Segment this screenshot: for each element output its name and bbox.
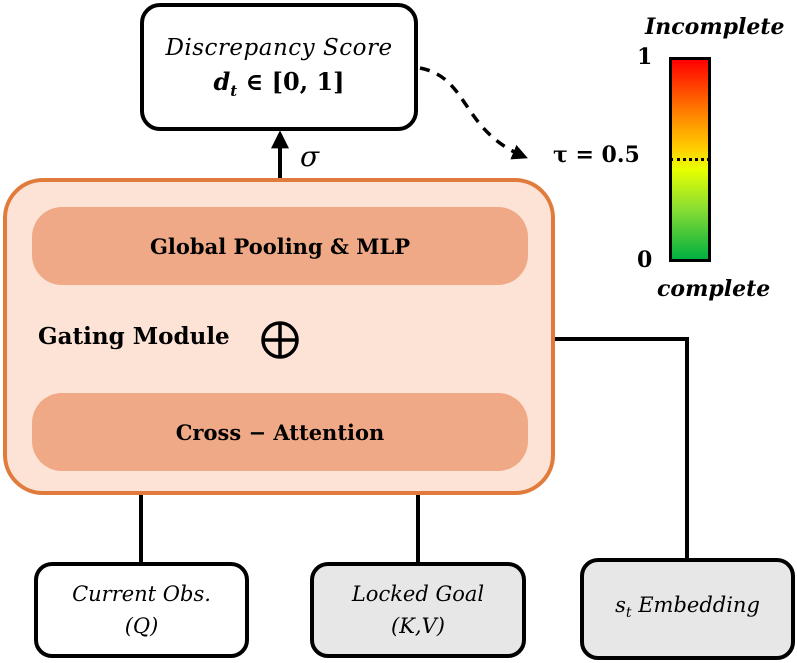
observation-query-label: (Q) [124, 614, 159, 638]
colorbar-min-tick: 0 [637, 247, 653, 273]
score-range: ∈ [0, 1] [237, 66, 345, 96]
state-embedding-box: st Embedding [580, 558, 795, 660]
discrepancy-score-title: Discrepancy Score [165, 34, 393, 61]
state-variable: s [615, 592, 626, 617]
dashed-arrow-score-to-threshold [419, 66, 528, 160]
gating-module-label: Gating Module [38, 323, 230, 350]
colorbar-threshold-line [670, 158, 710, 161]
observation-title: Current Obs. [72, 582, 211, 606]
combine-plus-icon [261, 321, 299, 359]
colorbar-max-tick: 1 [637, 44, 653, 70]
current-observation-box: Current Obs. (Q) [34, 562, 249, 658]
score-variable-subscript: t [230, 81, 238, 100]
threshold-label: τ = 0.5 [553, 142, 640, 168]
score-variable: d [213, 66, 231, 96]
discrepancy-score-formula: dt ∈ [0, 1] [213, 67, 344, 100]
global-pooling-mlp-block: Global Pooling & MLP [32, 207, 528, 285]
sigma-label: σ [300, 140, 320, 173]
state-embedding-text: Embedding [631, 592, 760, 617]
state-variable-subscript: t [625, 605, 632, 622]
discrepancy-score-box: Discrepancy Score dt ∈ [0, 1] [140, 3, 418, 131]
state-embedding-label: st Embedding [615, 589, 760, 629]
colorbar-complete-label: complete [657, 276, 771, 302]
locked-goal-box: Locked Goal (K,V) [310, 562, 526, 658]
cross-attention-block: Cross − Attention [32, 393, 528, 471]
goal-title: Locked Goal [351, 582, 485, 606]
goal-key-value-label: (K,V) [391, 614, 445, 638]
colorbar-incomplete-label: Incomplete [645, 14, 785, 40]
